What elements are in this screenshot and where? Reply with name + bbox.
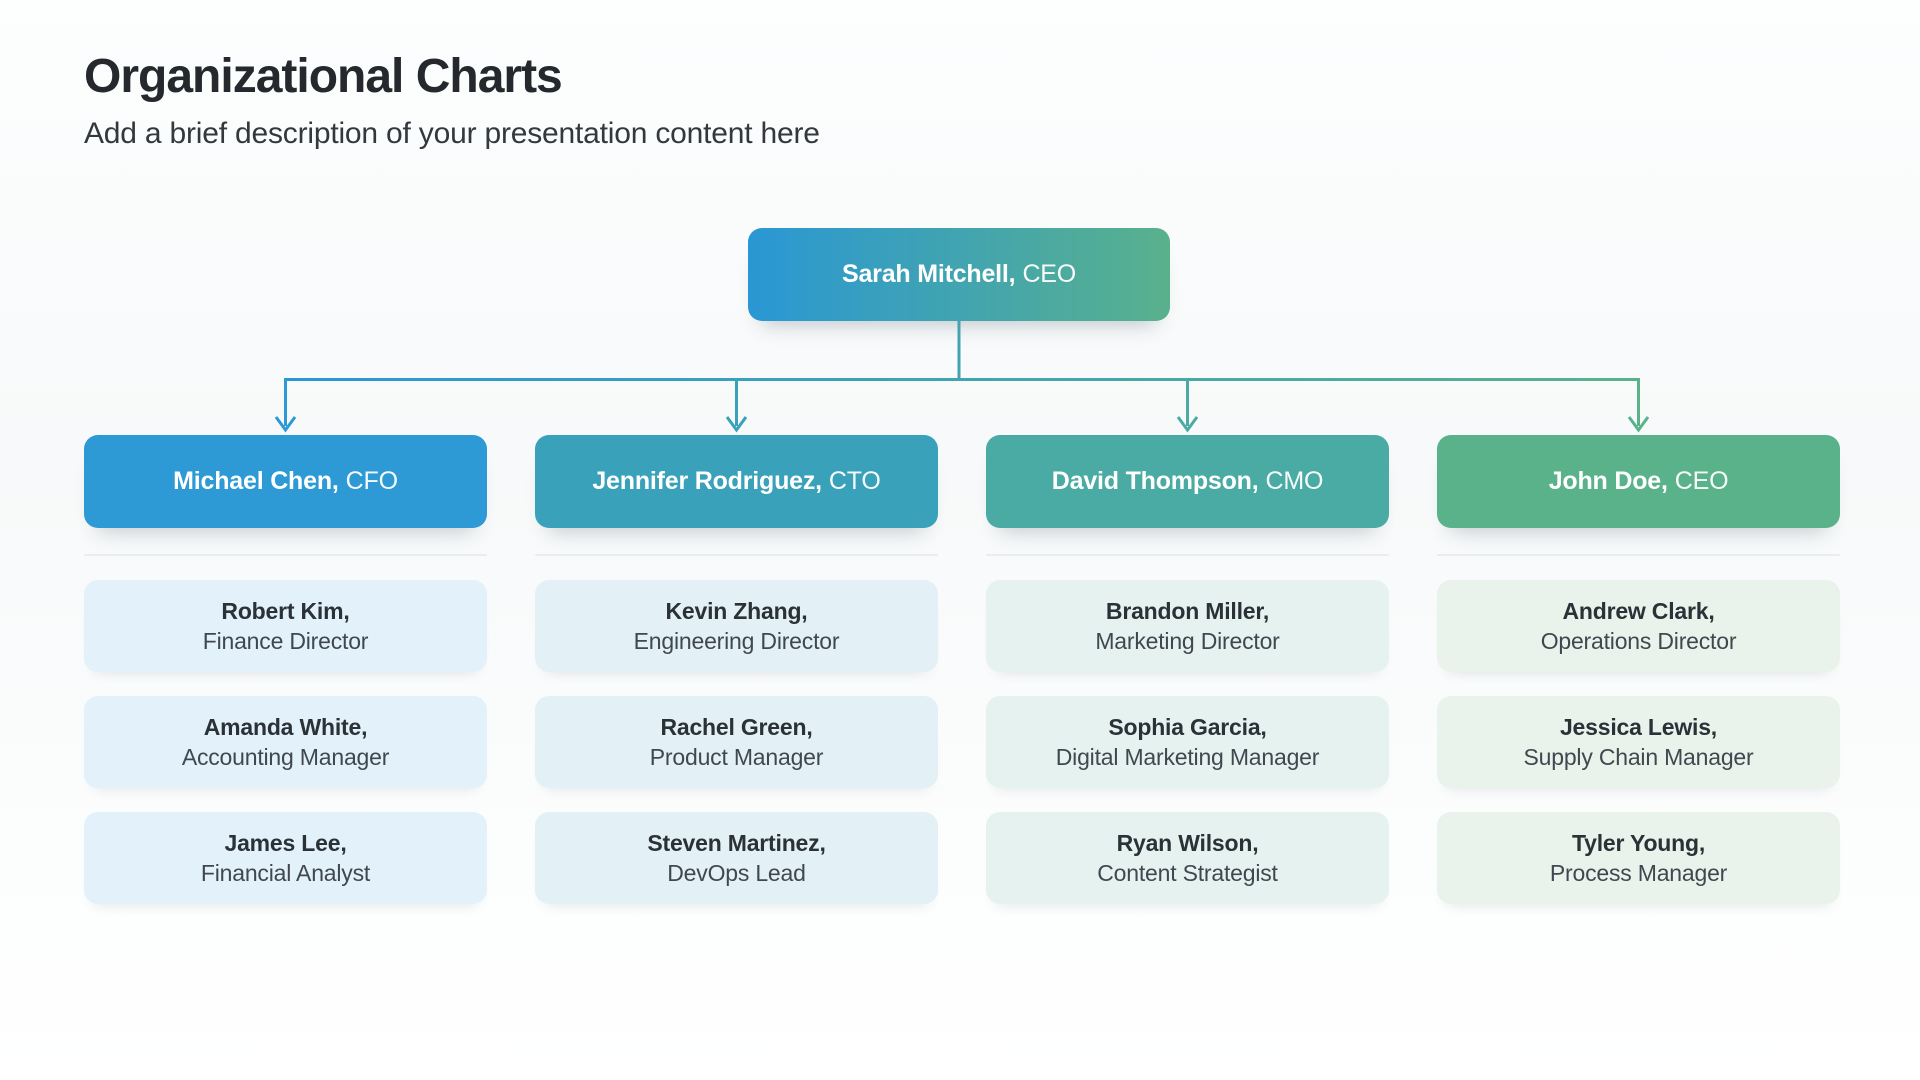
slide-header: Organizational Charts Add a brief descri… — [84, 50, 820, 151]
member-name: Brandon Miller, — [1105, 598, 1270, 624]
down-arrow-icon — [274, 416, 297, 433]
column-divider — [986, 554, 1389, 556]
branch-column-cfo: Michael Chen, CFO Robert Kim, Finance Di… — [84, 435, 487, 904]
member-role: Operations Director — [1540, 628, 1737, 654]
member-card: Ryan Wilson, Content Strategist — [986, 812, 1389, 904]
member-card: James Lee, Financial Analyst — [84, 812, 487, 904]
root-node-role: CEO — [1022, 260, 1077, 288]
member-card: Kevin Zhang, Engineering Director — [535, 580, 938, 672]
member-card: Andrew Clark, Operations Director — [1437, 580, 1840, 672]
down-arrow-icon — [725, 416, 748, 433]
page-title: Organizational Charts — [84, 50, 563, 103]
page-subtitle: Add a brief description of your presenta… — [84, 116, 820, 150]
branch-column-cmo: David Thompson, CMO Brandon Miller, Mark… — [986, 435, 1389, 904]
root-node-ceo: Sarah Mitchell, CEO — [748, 228, 1170, 321]
member-name: Rachel Green, — [660, 714, 813, 740]
member-card: Brandon Miller, Marketing Director — [986, 580, 1389, 672]
org-chart: Sarah Mitchell, CEO — [84, 228, 1840, 918]
connector-lines — [274, 321, 1650, 433]
member-name: Kevin Zhang, — [665, 598, 808, 624]
member-role: Engineering Director — [633, 628, 840, 654]
column-divider — [535, 554, 938, 556]
member-role: Marketing Director — [1095, 628, 1280, 654]
member-card: Robert Kim, Finance Director — [84, 580, 487, 672]
member-name: Tyler Young, — [1571, 830, 1706, 856]
member-role: Accounting Manager — [181, 744, 390, 770]
head-node: Michael Chen, CFO — [84, 435, 487, 528]
column-divider — [1437, 554, 1840, 556]
head-node-role: CMO — [1265, 467, 1324, 495]
member-name: Steven Martinez, — [647, 830, 826, 856]
head-node-name: Jennifer Rodriguez, — [592, 467, 822, 495]
member-name: Robert Kim, — [221, 598, 350, 624]
member-name: Ryan Wilson, — [1116, 830, 1259, 856]
member-role: Product Manager — [649, 744, 824, 770]
member-card: Jessica Lewis, Supply Chain Manager — [1437, 696, 1840, 788]
member-card: Steven Martinez, DevOps Lead — [535, 812, 938, 904]
head-node-role: CTO — [828, 467, 881, 495]
member-card: Rachel Green, Product Manager — [535, 696, 938, 788]
down-arrow-icon — [1176, 416, 1199, 433]
head-node: David Thompson, CMO — [986, 435, 1389, 528]
member-role: Process Manager — [1549, 860, 1728, 886]
branch-column-ceo2: John Doe, CEO Andrew Clark, Operations D… — [1437, 435, 1840, 904]
member-role: Finance Director — [202, 628, 369, 654]
member-name: James Lee, — [224, 830, 347, 856]
head-node: John Doe, CEO — [1437, 435, 1840, 528]
member-name: Andrew Clark, — [1562, 598, 1715, 624]
head-node-name: John Doe, — [1548, 467, 1668, 495]
head-node-role: CFO — [345, 467, 398, 495]
member-role: Supply Chain Manager — [1523, 744, 1754, 770]
member-role: Content Strategist — [1097, 860, 1278, 886]
member-card: Sophia Garcia, Digital Marketing Manager — [986, 696, 1389, 788]
member-name: Jessica Lewis, — [1559, 714, 1718, 740]
member-card: Tyler Young, Process Manager — [1437, 812, 1840, 904]
branch-column-cto: Jennifer Rodriguez, CTO Kevin Zhang, Eng… — [535, 435, 938, 904]
head-node-name: Michael Chen, — [173, 467, 339, 495]
member-name: Amanda White, — [203, 714, 368, 740]
head-node-name: David Thompson, — [1051, 467, 1259, 495]
member-role: Financial Analyst — [200, 860, 371, 886]
branch-columns: Michael Chen, CFO Robert Kim, Finance Di… — [84, 435, 1840, 904]
member-name: Sophia Garcia, — [1108, 714, 1267, 740]
member-role: DevOps Lead — [667, 860, 806, 886]
head-node: Jennifer Rodriguez, CTO — [535, 435, 938, 528]
member-role: Digital Marketing Manager — [1055, 744, 1320, 770]
down-arrow-icon — [1627, 416, 1650, 433]
root-node-name: Sarah Mitchell, — [841, 260, 1016, 288]
column-divider — [84, 554, 487, 556]
head-node-role: CEO — [1674, 467, 1729, 495]
member-card: Amanda White, Accounting Manager — [84, 696, 487, 788]
